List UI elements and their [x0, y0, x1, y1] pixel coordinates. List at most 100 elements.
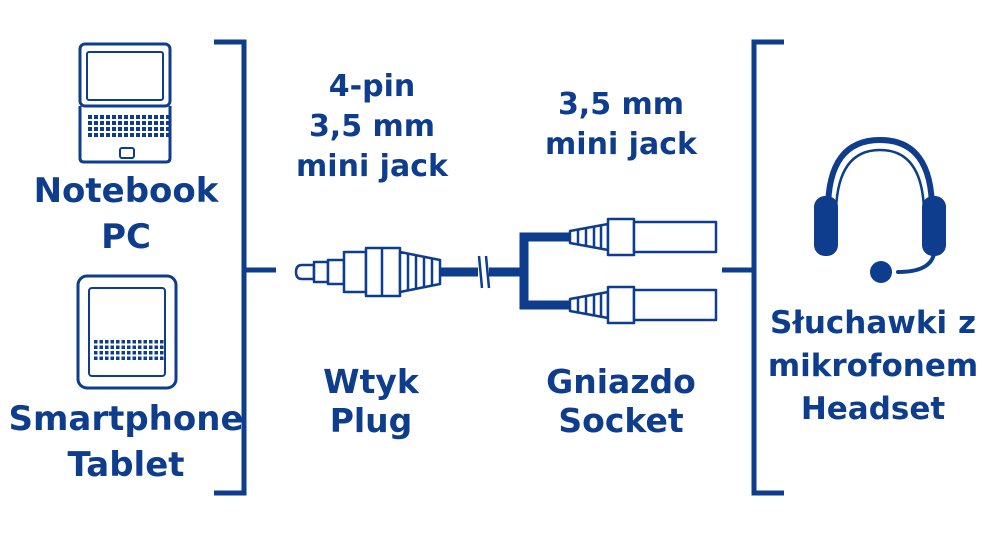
keyboard-key [143, 345, 147, 349]
keyboard-key [100, 121, 104, 125]
keyboard-key [121, 345, 125, 349]
keyboard-key [160, 340, 164, 344]
notebook-label-line1: Notebook [34, 171, 220, 211]
keyboard-key [154, 127, 158, 131]
keyboard-key [88, 133, 92, 137]
tablet-label-line1: Smartphone [8, 399, 243, 439]
plug-name-pl: Wtyk [323, 362, 420, 401]
keyboard-key [166, 121, 170, 125]
socket-spec-line2: mini jack [545, 127, 698, 162]
keyboard-key [149, 340, 153, 344]
left-bracket [214, 39, 276, 496]
socket-name-en: Socket [558, 401, 683, 440]
keyboard-key [100, 115, 104, 119]
keyboard-key [124, 127, 128, 131]
keyboard-key [99, 345, 103, 349]
keyboard-key [110, 345, 114, 349]
keyboard-key [136, 115, 140, 119]
keyboard-key [154, 340, 158, 344]
keyboard-key [105, 356, 109, 360]
keyboard-key [136, 121, 140, 125]
keyboard-key [118, 133, 122, 137]
headset-label-line3: Headset [801, 391, 946, 427]
headset-label-line1: Słuchawki z [770, 305, 976, 341]
keyboard-key [94, 127, 98, 131]
keyboard-key [105, 345, 109, 349]
tablet-icon [76, 274, 178, 390]
socket-spec-line1: 3,5 mm [558, 87, 684, 122]
keyboard-key [112, 127, 116, 131]
keyboard-key [118, 115, 122, 119]
right-bracket [722, 39, 784, 496]
keyboard-key [143, 351, 147, 355]
keyboard-key [106, 121, 110, 125]
keyboard-key [112, 133, 116, 137]
keyboard-key [130, 115, 134, 119]
laptop-keyboard [88, 115, 170, 137]
keyboard-key [136, 127, 140, 131]
keyboard-key [160, 133, 164, 137]
keyboard-key [154, 115, 158, 119]
keyboard-key [136, 133, 140, 137]
keyboard-key [106, 133, 110, 137]
keyboard-key [130, 133, 134, 137]
keyboard-key [112, 115, 116, 119]
plug-connector-icon [294, 246, 442, 298]
keyboard-key [148, 127, 152, 131]
keyboard-key [130, 121, 134, 125]
keyboard-key [127, 345, 131, 349]
keyboard-key [105, 351, 109, 355]
keyboard-key [121, 356, 125, 360]
keyboard-key [116, 356, 120, 360]
keyboard-key [106, 127, 110, 131]
keyboard-key [99, 351, 103, 355]
keyboard-key [94, 356, 98, 360]
tablet-label-line2: Tablet [67, 445, 184, 485]
keyboard-key [149, 356, 153, 360]
keyboard-key [118, 121, 122, 125]
keyboard-key [124, 115, 128, 119]
keyboard-key [160, 127, 164, 131]
keyboard-key [148, 121, 152, 125]
keyboard-key [110, 351, 114, 355]
keyboard-key [154, 121, 158, 125]
keyboard-key [127, 351, 131, 355]
keyboard-key [142, 127, 146, 131]
keyboard-key [149, 351, 153, 355]
keyboard-key [142, 133, 146, 137]
keyboard-key [132, 356, 136, 360]
keyboard-key [121, 351, 125, 355]
keyboard-key [138, 340, 142, 344]
keyboard-key [166, 133, 170, 137]
keyboard-key [166, 127, 170, 131]
keyboard-key [99, 340, 103, 344]
keyboard-key [116, 351, 120, 355]
keyboard-key [94, 133, 98, 137]
cable [440, 232, 570, 310]
keyboard-key [154, 356, 158, 360]
keyboard-key [127, 340, 131, 344]
keyboard-key [124, 133, 128, 137]
keyboard-key [116, 345, 120, 349]
keyboard-key [112, 121, 116, 125]
keyboard-key [99, 356, 103, 360]
keyboard-key [149, 345, 153, 349]
keyboard-key [94, 121, 98, 125]
keyboard-key [160, 351, 164, 355]
keyboard-key [154, 133, 158, 137]
keyboard-key [154, 351, 158, 355]
socket-connector-bottom-icon [568, 285, 718, 325]
keyboard-key [116, 340, 120, 344]
keyboard-key [106, 115, 110, 119]
keyboard-key [118, 127, 122, 131]
keyboard-key [143, 356, 147, 360]
keyboard-key [142, 115, 146, 119]
keyboard-key [88, 121, 92, 125]
keyboard-key [88, 127, 92, 131]
keyboard-key [100, 127, 104, 131]
keyboard-key [160, 115, 164, 119]
keyboard-key [138, 345, 142, 349]
keyboard-key [148, 115, 152, 119]
